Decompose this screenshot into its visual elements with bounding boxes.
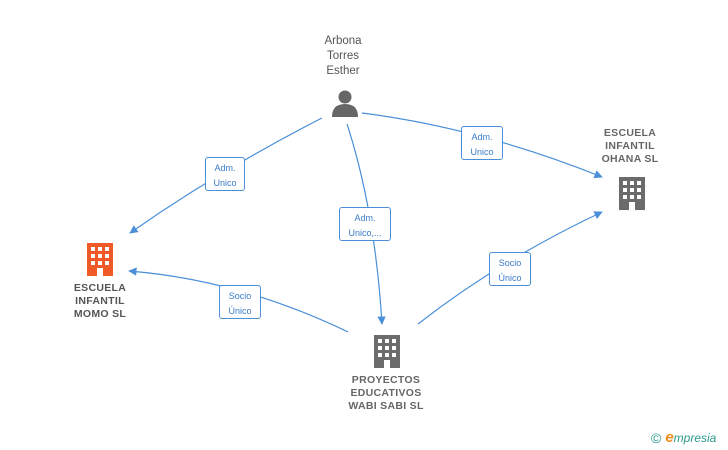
building-icon-wabi[interactable] <box>374 335 400 368</box>
company-label-momo[interactable]: ESCUELA INFANTIL MOMO SL <box>73 282 127 320</box>
company-label-ohana[interactable]: ESCUELA INFANTIL OHANA SL <box>601 127 659 165</box>
edge-label-wabi-momo: Socio Único <box>219 285 261 319</box>
company-label-wabi[interactable]: PROYECTOS EDUCATIVOS WABI SABI SL <box>348 374 424 412</box>
edge-label-person-wabi: Adm. Unico,... <box>339 207 391 241</box>
building-icon-ohana[interactable] <box>619 177 645 210</box>
brand-watermark: © empresia <box>651 429 716 446</box>
edge-label-person-ohana: Adm. Unico <box>461 126 503 160</box>
copyright-symbol: © <box>651 429 662 446</box>
person-name-label[interactable]: Arbona Torres Esther <box>324 35 362 77</box>
building-icon-momo[interactable] <box>87 243 113 276</box>
person-icon[interactable] <box>332 90 358 118</box>
edge-label-wabi-ohana: Socio Único <box>489 252 531 286</box>
brand-logo: empresia <box>665 429 717 446</box>
edge-label-person-momo: Adm. Unico <box>205 157 245 191</box>
